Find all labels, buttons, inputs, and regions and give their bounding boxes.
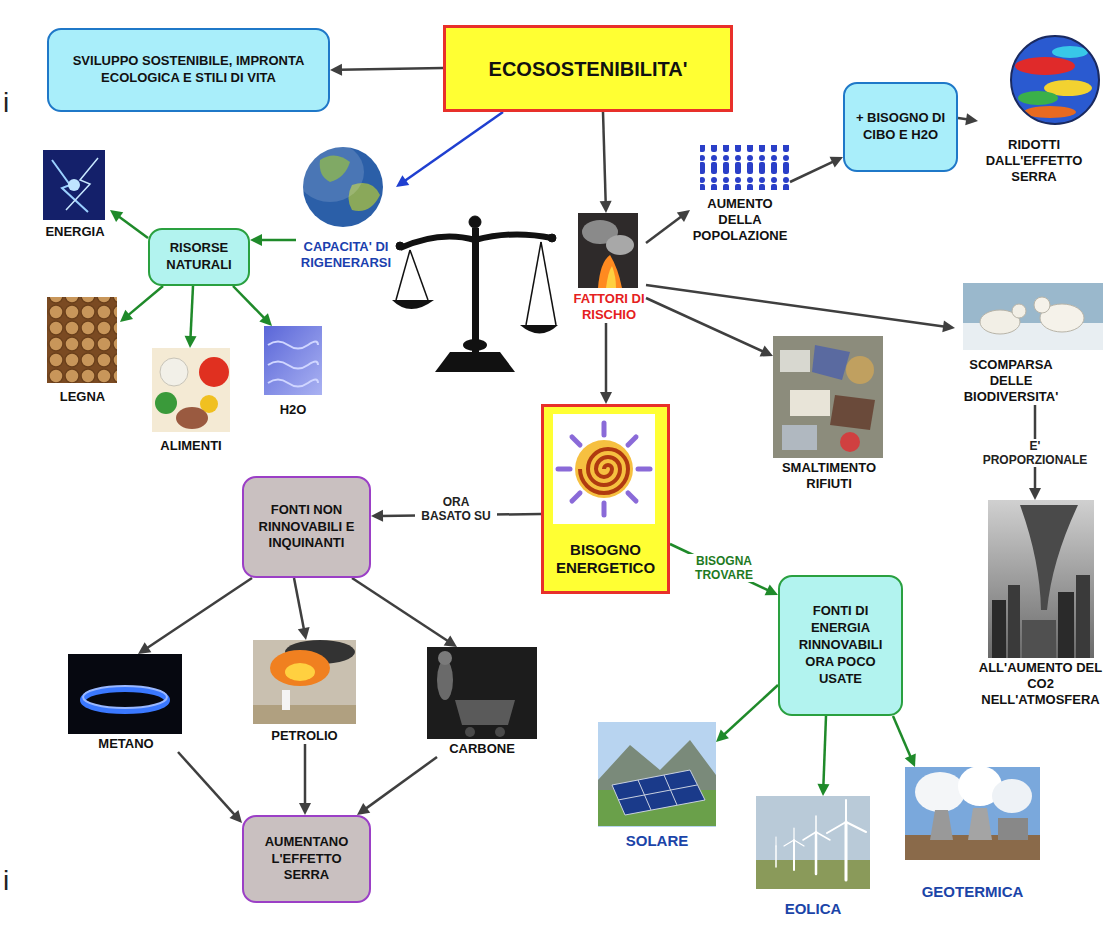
concept-box: AUMENTANO L'EFFETTO SERRA bbox=[242, 815, 371, 903]
connector-arrow bbox=[790, 157, 843, 182]
geothermal-picture bbox=[905, 766, 1040, 860]
edge-label: BISOGNA TROVARE bbox=[683, 554, 765, 582]
picture-node: AUMENTO DELLA POPOLAZIONE bbox=[690, 140, 790, 244]
edge-label: ORA BASATO SU bbox=[415, 495, 497, 523]
wood-picture bbox=[47, 297, 117, 383]
connector-arrow bbox=[600, 112, 612, 213]
connector-arrow bbox=[670, 544, 778, 595]
picture-node: ALIMENTI bbox=[150, 348, 232, 454]
connector-arrow bbox=[138, 578, 252, 654]
connector-arrow bbox=[233, 286, 272, 326]
picture-node: GEOTERMICA bbox=[905, 767, 1040, 901]
water-picture bbox=[264, 326, 322, 395]
node-caption: CARBONE bbox=[427, 741, 537, 757]
waste-picture bbox=[773, 336, 883, 458]
picture-node: RIDOTTI DALL'EFFETTO SERRA bbox=[978, 33, 1090, 185]
picture-node: LEGNA bbox=[45, 297, 120, 405]
connector-arrow bbox=[299, 744, 311, 815]
solar-picture bbox=[598, 722, 716, 827]
energy-need-box: BISOGNO ENERGETICO bbox=[541, 404, 670, 594]
node-caption: SMALTIMENTO RIFIUTI bbox=[773, 460, 885, 492]
box-text: ECOSOSTENIBILITA' bbox=[489, 56, 688, 82]
edge-label: E' PROPORZIONALE bbox=[980, 439, 1091, 467]
node-caption: H2O bbox=[260, 402, 326, 418]
node-caption: BISOGNO ENERGETICO bbox=[544, 541, 667, 577]
box-text: FONTI DI ENERGIA RINNOVABILI ORA POCO US… bbox=[788, 603, 893, 687]
connector-arrow bbox=[646, 285, 955, 332]
node-caption: SOLARE bbox=[598, 832, 716, 850]
picture-node: CARBONE bbox=[427, 647, 537, 757]
node-caption: RIDOTTI DALL'EFFETTO SERRA bbox=[978, 137, 1090, 185]
tornado-city-picture bbox=[988, 500, 1094, 658]
food-picture bbox=[152, 348, 230, 432]
picture-node: CAPACITA' DI RIGENERARSI bbox=[296, 145, 396, 271]
risk-picture bbox=[578, 213, 638, 288]
concept-box: FONTI DI ENERGIA RINNOVABILI ORA POCO US… bbox=[778, 575, 903, 716]
box-text: RISORSE NATURALI bbox=[158, 240, 240, 274]
node-caption: EOLICA bbox=[756, 900, 870, 918]
node-caption: ALIMENTI bbox=[150, 438, 232, 454]
cut-off-letter: i bbox=[3, 866, 9, 896]
box-text: FONTI NON RINNOVABILI E INQUINANTI bbox=[252, 502, 361, 553]
connector-arrow bbox=[646, 298, 773, 356]
picture-node: EOLICA bbox=[756, 796, 870, 918]
earth-heat-picture bbox=[1011, 36, 1099, 124]
node-caption: PETROLIO bbox=[253, 728, 356, 744]
box-text: SVILUPPO SOSTENIBILE, IMPRONTA ECOLOGICA… bbox=[57, 53, 320, 87]
connector-arrow bbox=[178, 752, 242, 823]
connector-arrow bbox=[294, 578, 310, 640]
cut-off-letter: i bbox=[3, 88, 9, 118]
box-text: AUMENTANO L'EFFETTO SERRA bbox=[252, 834, 361, 885]
node-caption: METANO bbox=[68, 736, 184, 752]
energy-picture bbox=[43, 150, 105, 220]
picture-node: SCOMPARSA DELLE BIODIVERSITA' bbox=[955, 283, 1067, 405]
connector-arrow bbox=[357, 757, 437, 815]
connector-arrow bbox=[600, 323, 612, 404]
connector-arrow bbox=[352, 578, 457, 647]
concept-box: RISORSE NATURALI bbox=[148, 228, 250, 286]
connector-arrow bbox=[716, 685, 778, 742]
central-box: ECOSOSTENIBILITA' bbox=[443, 25, 733, 112]
methane-picture bbox=[68, 654, 182, 734]
connector-arrow bbox=[250, 234, 296, 246]
picture-node: FATTORI DI RISCHIO bbox=[572, 213, 646, 323]
node-caption: GEOTERMICA bbox=[905, 883, 1040, 901]
picture-node: SMALTIMENTO RIFIUTI bbox=[773, 336, 885, 492]
balance-scale bbox=[392, 216, 558, 372]
picture-node: H2O bbox=[260, 326, 326, 418]
connector-arrow bbox=[396, 112, 503, 187]
node-caption: SCOMPARSA DELLE BIODIVERSITA' bbox=[955, 357, 1067, 405]
node-caption: AUMENTO DELLA POPOLAZIONE bbox=[690, 196, 790, 244]
oil-picture bbox=[253, 640, 356, 724]
connector-arrow bbox=[330, 64, 443, 76]
connector-arrow bbox=[817, 716, 829, 796]
node-caption: CAPACITA' DI RIGENERARSI bbox=[296, 239, 396, 271]
connector-arrow bbox=[185, 286, 197, 348]
polar-bears-picture bbox=[963, 283, 1103, 350]
connector-arrow bbox=[958, 113, 978, 125]
node-caption: FATTORI DI RISCHIO bbox=[572, 291, 646, 323]
connector-arrow bbox=[646, 210, 690, 243]
node-caption: LEGNA bbox=[45, 389, 120, 405]
concept-box: + BISOGNO DI CIBO E H2O bbox=[843, 82, 958, 172]
concept-box: FONTI NON RINNOVABILI E INQUINANTI bbox=[242, 476, 371, 578]
picture-node: PETROLIO bbox=[253, 640, 356, 744]
coal-picture bbox=[427, 647, 537, 739]
wind-picture bbox=[756, 796, 870, 889]
node-caption: ENERGIA bbox=[40, 224, 110, 240]
connector-arrow bbox=[110, 210, 148, 238]
population-picture bbox=[700, 145, 790, 190]
connector-arrow bbox=[120, 286, 163, 322]
picture-node: METANO bbox=[68, 654, 184, 752]
picture-node: ALL'AUMENTO DEL CO2 NELL'ATMOSFERA bbox=[978, 500, 1103, 708]
topic-box: SVILUPPO SOSTENIBILE, IMPRONTA ECOLOGICA… bbox=[47, 28, 330, 112]
box-text: + BISOGNO DI CIBO E H2O bbox=[853, 110, 948, 144]
node-caption: ALL'AUMENTO DEL CO2 NELL'ATMOSFERA bbox=[978, 660, 1103, 708]
connector-arrow bbox=[893, 716, 916, 767]
energy-need-box-picture bbox=[541, 404, 670, 594]
picture-node: SOLARE bbox=[598, 722, 716, 850]
picture-node: ENERGIA bbox=[40, 150, 110, 240]
globe-picture bbox=[296, 142, 383, 227]
